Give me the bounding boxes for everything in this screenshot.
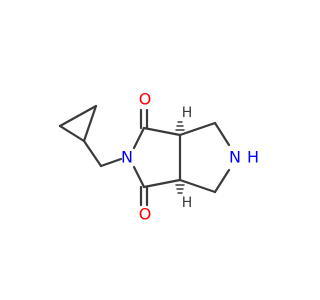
stereo-hydrogen-top-label: H xyxy=(182,105,193,121)
imide-nitrogen-label: N xyxy=(121,148,133,167)
stereo-hydrogen-bottom-label: H xyxy=(182,195,193,211)
bond-cp3-cp1 xyxy=(58,124,86,143)
oxygen-top-label: O xyxy=(139,90,152,109)
bond-namine-c6 xyxy=(213,168,231,194)
bond-nimide-c1 xyxy=(132,126,146,150)
bond-cp3-ch2 xyxy=(82,139,103,168)
bond-cp2-cp3 xyxy=(82,104,98,143)
bond-c6a-c3 xyxy=(142,178,182,189)
bond-c4-namine xyxy=(213,121,231,147)
stereo-hash-top xyxy=(175,121,185,131)
stereo-hash-bottom xyxy=(175,184,185,194)
bond-c3a-c4 xyxy=(178,121,217,137)
bond-c3-nimide xyxy=(132,165,146,189)
cyclopropyl-ring xyxy=(58,104,98,143)
amine-nitrogen-label: N xyxy=(229,148,241,167)
bond-cp1-cp2 xyxy=(58,104,98,128)
imide-ring xyxy=(132,126,182,189)
structure-canvas: O O N N H H H xyxy=(58,90,259,224)
amine-hydrogen-label: H xyxy=(247,148,259,167)
bond-ch2-nimide xyxy=(99,157,123,168)
pyrrolidine-ring xyxy=(178,121,231,194)
pyrrolopyrrole-dione-structure: O O N N H H H xyxy=(58,90,259,224)
carbonyl-top xyxy=(139,108,149,130)
bond-c6-c6a xyxy=(178,178,217,194)
bond-c1-c3a xyxy=(142,126,182,137)
carbonyl-bottom xyxy=(139,185,149,207)
oxygen-bottom-label: O xyxy=(139,205,152,224)
